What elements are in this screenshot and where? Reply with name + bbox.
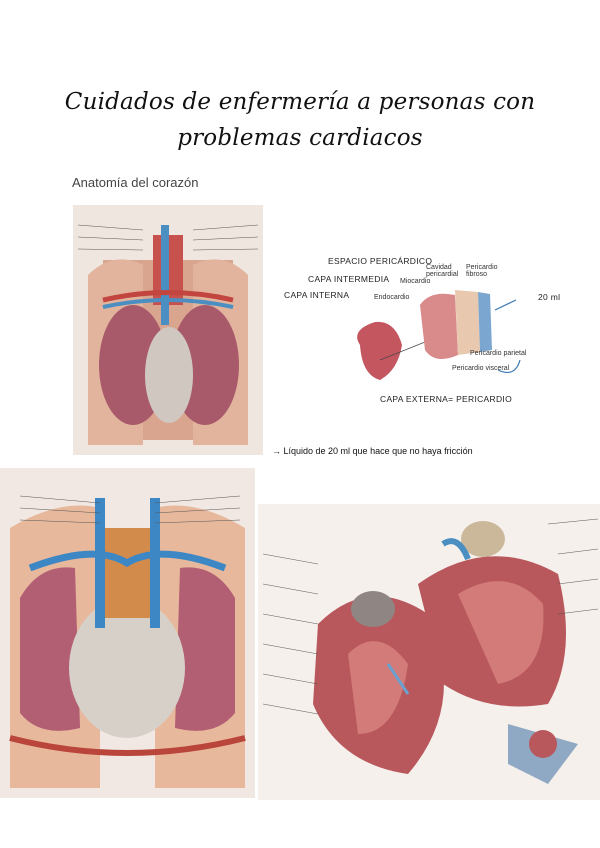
label-pericardio-parietal: Pericardio parietal xyxy=(470,350,527,357)
heart-section-illustration xyxy=(258,504,600,800)
thorax-illustration xyxy=(73,205,263,455)
label-capa-intermedia: CAPA INTERMEDIA xyxy=(308,274,390,284)
label-miocardio: Miocardio xyxy=(400,278,431,285)
page-title: Cuidados de enfermería a personas con pr… xyxy=(64,89,536,151)
pericardium-diagram: ESPACIO PERICÁRDICO CAPA INTERMEDIA CAPA… xyxy=(280,250,580,410)
label-pericardio-fibroso: Pericardio fibroso xyxy=(466,264,498,278)
label-capa-interna: CAPA INTERNA xyxy=(284,290,350,300)
fluid-note: → Líquido de 20 ml que hace que no haya … xyxy=(272,446,473,456)
label-cavidad-pericardial: Cavidad pericardial xyxy=(426,264,459,278)
label-volumen: 20 ml xyxy=(538,292,561,302)
section-subtitle: Anatomía del corazón xyxy=(72,175,199,190)
label-endocardio: Endocardio xyxy=(374,294,410,301)
label-pericardio-visceral: Pericardio visceral xyxy=(452,365,510,372)
heart-lungs-illustration xyxy=(0,468,255,798)
label-capa-externa: CAPA EXTERNA= PERICARDIO xyxy=(380,394,512,404)
label-espacio-pericardico: ESPACIO PERICÁRDICO xyxy=(328,256,433,266)
